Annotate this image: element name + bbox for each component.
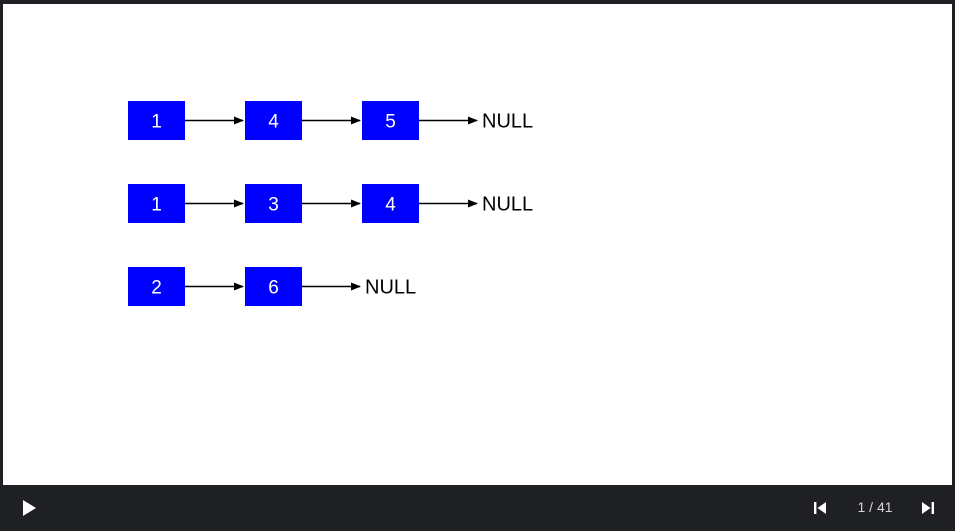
list-node bbox=[128, 101, 185, 140]
list-node bbox=[245, 101, 302, 140]
list-node-value: 4 bbox=[268, 112, 279, 133]
previous-slide-button[interactable] bbox=[808, 496, 832, 520]
list-node-value: 1 bbox=[151, 112, 162, 133]
list-node bbox=[362, 101, 419, 140]
list-node-value: 5 bbox=[385, 112, 396, 133]
list-node-value: 2 bbox=[151, 278, 162, 299]
skip-next-icon bbox=[922, 502, 934, 514]
linked-list-1: 1 4 5 NULL bbox=[128, 101, 533, 140]
null-terminator: NULL bbox=[482, 111, 533, 133]
list-node-value: 1 bbox=[151, 195, 162, 216]
next-slide-button[interactable] bbox=[916, 496, 940, 520]
skip-previous-icon bbox=[814, 502, 826, 514]
linked-list-3: 2 6 NULL bbox=[128, 267, 416, 306]
slide-counter: 1 / 41 bbox=[857, 499, 893, 515]
linked-list-2: 1 3 4 NULL bbox=[128, 184, 533, 223]
list-node-value: 4 bbox=[385, 195, 396, 216]
list-node bbox=[362, 184, 419, 223]
null-terminator: NULL bbox=[365, 277, 416, 299]
play-icon bbox=[23, 500, 36, 516]
list-node bbox=[128, 267, 185, 306]
null-terminator: NULL bbox=[482, 194, 533, 216]
list-node bbox=[245, 184, 302, 223]
list-node-value: 3 bbox=[268, 195, 279, 216]
player-controls: 1 / 41 bbox=[0, 486, 955, 531]
play-button[interactable] bbox=[17, 496, 41, 520]
list-node-value: 6 bbox=[268, 278, 279, 299]
list-node bbox=[128, 184, 185, 223]
list-node bbox=[245, 267, 302, 306]
